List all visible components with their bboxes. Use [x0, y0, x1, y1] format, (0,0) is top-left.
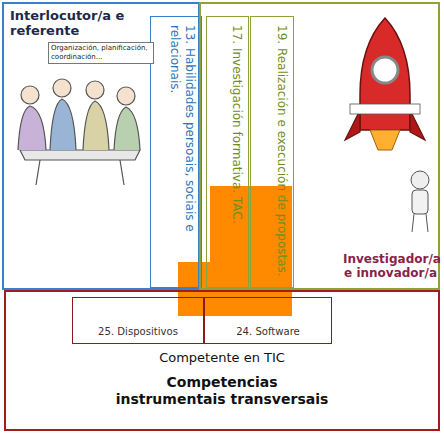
band-heading: Competencias instrumentais transversais [112, 374, 332, 408]
box-label: 24. Software [205, 326, 331, 337]
column-label: 13. Habilidades persoais, sociais e rela… [167, 25, 197, 281]
competence-box: 24. Software [204, 297, 332, 344]
competence-column: 17. Investigación formativa. TAC. [206, 16, 249, 288]
rocket [345, 18, 425, 150]
role-heading: Investigador/a e innovador/a [343, 252, 437, 280]
column-label: 19. Realización e execución de propostas… [274, 25, 289, 277]
role-heading: Interlocutor/a e referente [10, 8, 135, 38]
note-label: Organización, planificación, coordinació… [48, 42, 154, 64]
role-panel: 17. Investigación formativa. TAC. 19. Rea… [199, 2, 440, 290]
competence-box: 25. Dispositivos [72, 297, 204, 344]
box-label: 25. Dispositivos [73, 326, 203, 337]
competence-column: 13. Habilidades persoais, sociais e rela… [150, 16, 202, 288]
meeting-sketch [18, 79, 140, 185]
band-label: Competente en TIC [6, 350, 438, 365]
competence-band: 25. Dispositivos24. SoftwareCompetente e… [4, 290, 440, 431]
competence-column: 19. Realización e execución de propostas… [250, 16, 294, 288]
column-label: 17. Investigación formativa. TAC. [229, 25, 244, 224]
astronaut [411, 171, 429, 232]
